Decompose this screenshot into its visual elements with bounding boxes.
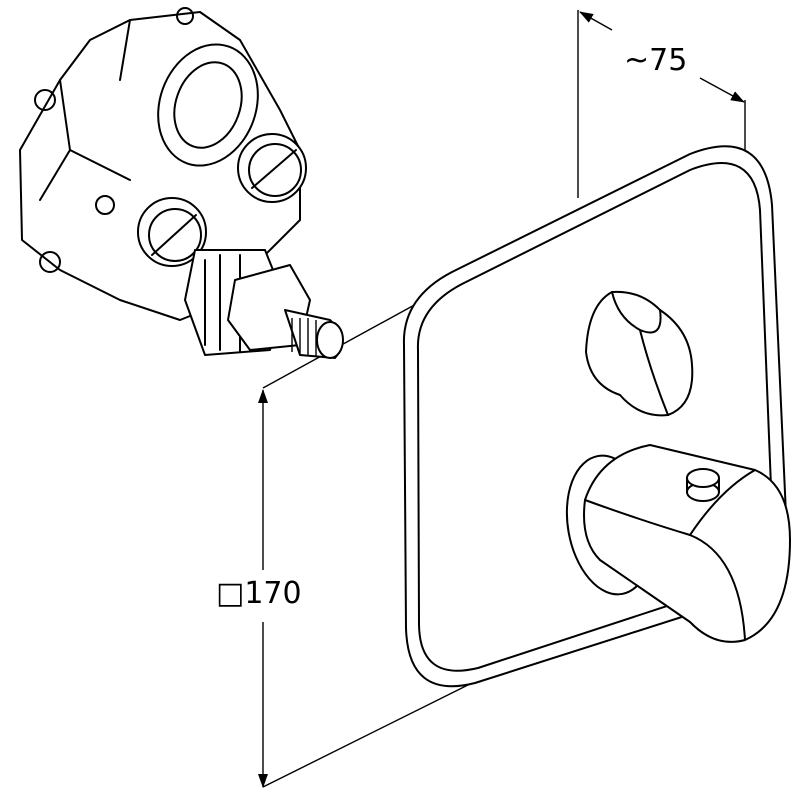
mounting-hole [34,89,56,111]
extension-line-bottom [262,679,479,788]
dimension-arrow-left [579,11,613,31]
valve-body [19,7,344,359]
stop-screw [137,197,207,267]
dimension-arrow-right [699,77,745,103]
stop-screw [237,133,307,203]
mounting-hole [39,251,61,273]
thermostat-handle [565,444,791,643]
size-dimension-label: □170 [216,576,302,611]
valve-ring [157,43,259,167]
mounting-hole [176,7,194,25]
depth-dimension-label: ~75 [624,43,688,78]
diverter-knob [585,290,694,417]
mounting-hole [95,195,115,215]
cartridge-stem [184,249,344,359]
